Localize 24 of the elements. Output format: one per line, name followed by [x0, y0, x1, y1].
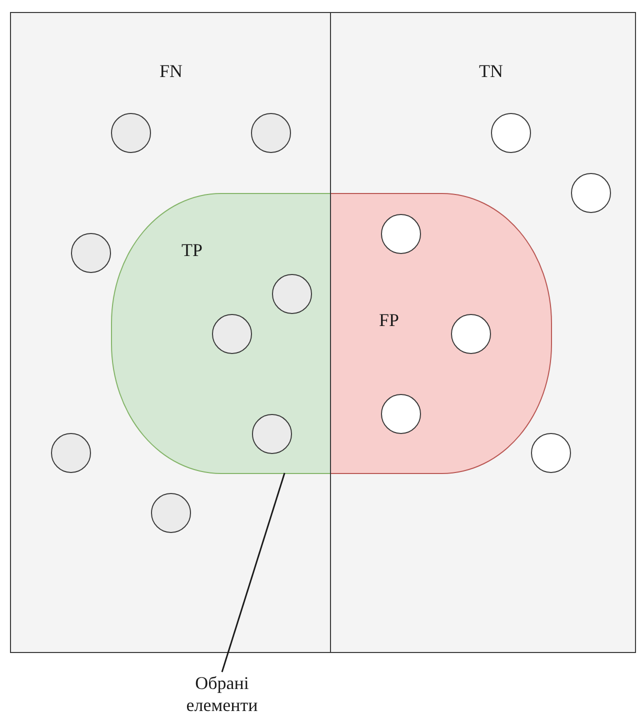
item-circle: [252, 414, 292, 454]
item-circle: [51, 433, 91, 473]
item-circle: [272, 274, 312, 314]
region-panel: [330, 12, 636, 653]
region-label: TP: [182, 240, 202, 261]
region-label: TN: [479, 61, 503, 82]
selection-half: [111, 193, 332, 474]
item-circle: [251, 113, 291, 153]
item-circle: [381, 394, 421, 434]
item-circle: [491, 113, 531, 153]
region-label: FP: [378, 310, 400, 331]
item-circle: [381, 214, 421, 254]
item-circle: [111, 113, 151, 153]
selection-half: [331, 193, 552, 474]
item-circle: [531, 433, 571, 473]
item-circle: [71, 233, 111, 273]
item-circle: [571, 173, 611, 213]
leader-line: [221, 472, 286, 672]
item-circle: [212, 314, 252, 354]
region-panel: [10, 12, 331, 653]
item-circle: [451, 314, 491, 354]
item-circle: [151, 493, 191, 533]
caption-text: Обрані елементи: [172, 672, 272, 716]
region-label: FN: [160, 61, 182, 82]
